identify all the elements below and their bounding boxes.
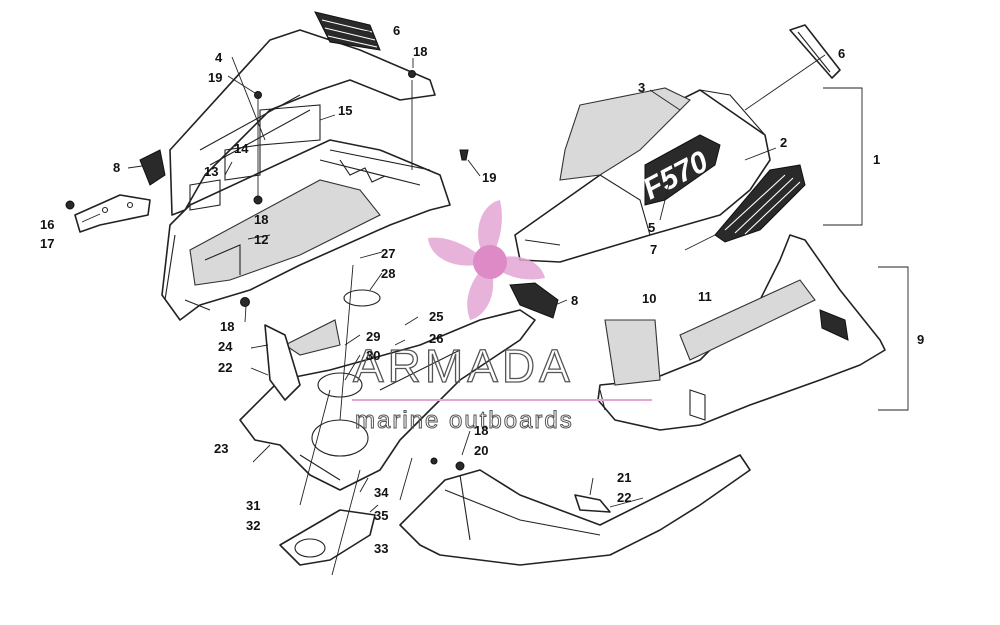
callout-2: 2 (780, 135, 787, 150)
callout-32: 32 (246, 518, 260, 533)
callout-28: 28 (381, 266, 395, 281)
callout-34: 34 (374, 485, 389, 500)
callout-22-bottom: 22 (617, 490, 631, 505)
callout-16: 16 (40, 217, 54, 232)
callout-8-center: 8 (571, 293, 578, 308)
leader-lines (81, 29, 909, 513)
callout-23: 23 (214, 441, 228, 456)
callout-9: 9 (917, 332, 924, 347)
callout-27: 27 (381, 246, 395, 261)
callout-22-left: 22 (218, 360, 232, 375)
hood-panel-right: F570 (514, 87, 806, 263)
studs (252, 264, 413, 576)
propeller-logo (428, 200, 545, 320)
armada-watermark: ARMADA marine outboards (352, 200, 652, 435)
callout-3: 3 (638, 80, 645, 95)
callout-26: 26 (429, 331, 443, 346)
watermark-tagline: marine outboards (355, 407, 574, 434)
callout-21: 21 (617, 470, 631, 485)
clip-top-right (789, 24, 841, 79)
lower-plate (279, 509, 376, 566)
callout-29: 29 (366, 329, 380, 344)
callout-15: 15 (338, 103, 352, 118)
callout-17: 17 (40, 236, 54, 251)
side-panel-right (597, 234, 886, 431)
callout-30: 30 (366, 348, 380, 363)
side-vent-left (139, 149, 166, 186)
upper-hood-left (161, 29, 451, 321)
callout-1: 1 (873, 152, 880, 167)
callout-6-left: 6 (393, 23, 400, 38)
callout-24: 24 (218, 339, 233, 354)
callout-13: 13 (204, 164, 218, 179)
callout-25: 25 (429, 309, 443, 324)
callout-7: 7 (650, 242, 657, 257)
callout-31: 31 (246, 498, 260, 513)
callout-12: 12 (254, 232, 268, 247)
callout-labels: 1 2 3 4 5 6 6 7 8 8 9 10 11 12 13 14 15 … (40, 23, 924, 556)
watermark-brand: ARMADA (353, 340, 574, 392)
callout-18-bottom: 18 (474, 423, 488, 438)
grille-vent-center (509, 282, 559, 319)
callout-35: 35 (374, 508, 388, 523)
callout-33: 33 (374, 541, 388, 556)
callout-8-left: 8 (113, 160, 120, 175)
bracket-left (65, 194, 151, 233)
grille-vent-top-left (314, 11, 381, 51)
skid-plate-bottom (399, 454, 751, 566)
callout-19-left: 19 (208, 70, 222, 85)
callout-18-low: 18 (220, 319, 234, 334)
callout-19-right: 19 (482, 170, 496, 185)
callout-18-mid: 18 (254, 212, 268, 227)
callout-10: 10 (642, 291, 656, 306)
callout-5: 5 (648, 220, 655, 235)
callout-4: 4 (215, 50, 223, 65)
callout-14: 14 (234, 141, 249, 156)
callout-20: 20 (474, 443, 488, 458)
fasteners-left (240, 70, 469, 307)
callout-11: 11 (698, 289, 712, 304)
callout-18-top: 18 (413, 44, 427, 59)
callout-6-right: 6 (838, 46, 845, 61)
